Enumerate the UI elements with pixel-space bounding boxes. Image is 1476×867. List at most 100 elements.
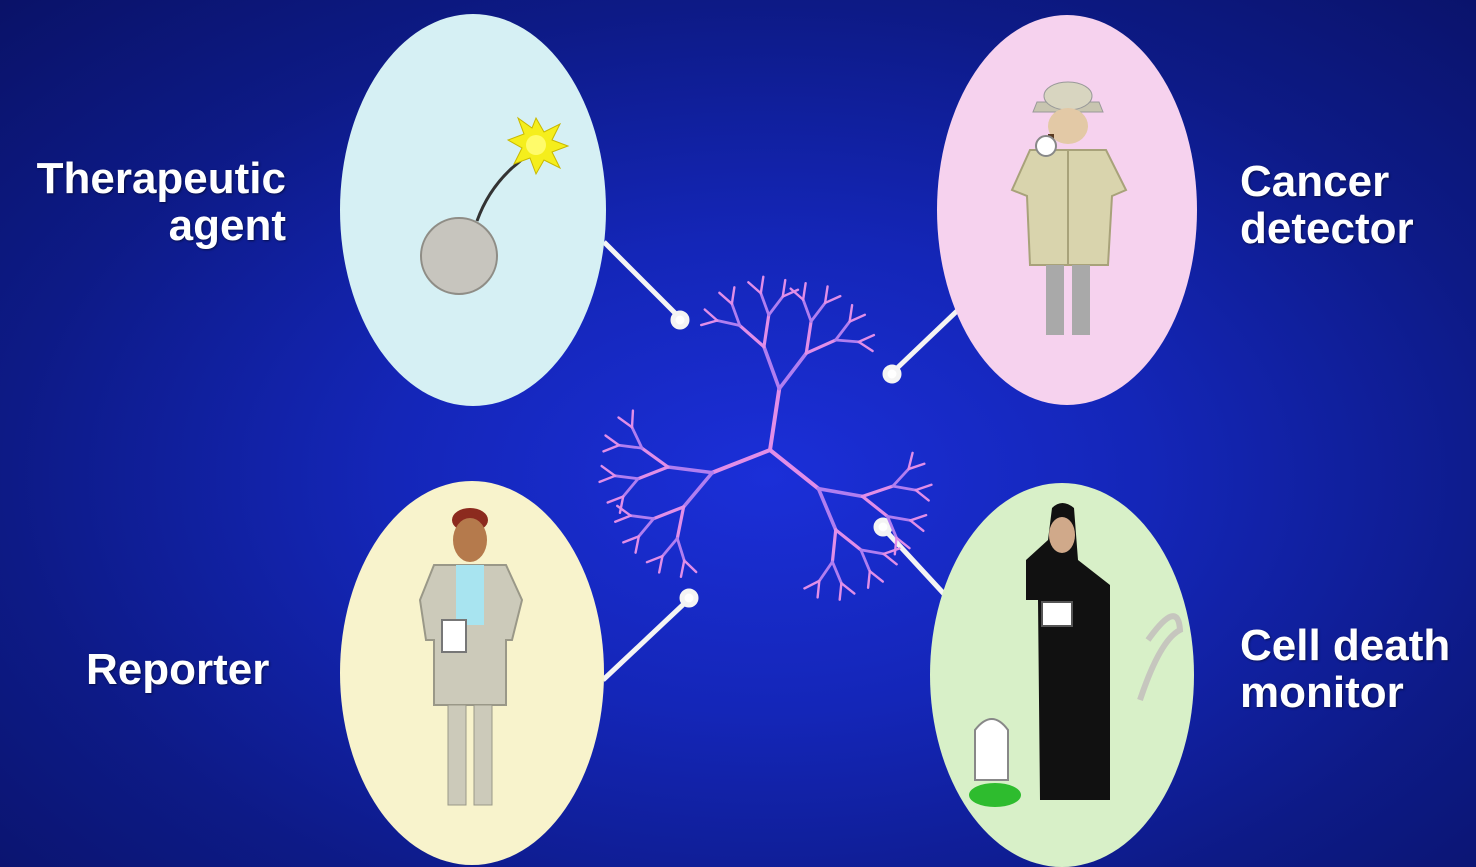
dendrimer-branch bbox=[602, 466, 615, 476]
dendrimer-branch bbox=[803, 283, 805, 299]
dendrimer-branch bbox=[740, 326, 764, 347]
dendrimer-branch bbox=[806, 340, 835, 353]
dendrimer-branch bbox=[623, 479, 638, 497]
dendrimer-branch bbox=[636, 536, 639, 552]
dendrimer-branch bbox=[861, 550, 884, 554]
dendrimer-branch bbox=[836, 530, 861, 550]
dendrimer-branch bbox=[615, 476, 638, 479]
dendrimer-branch bbox=[825, 296, 840, 303]
dendrimer-branch bbox=[719, 293, 732, 304]
dendrimer-branch bbox=[677, 538, 684, 560]
dendrimer-branch bbox=[818, 581, 820, 598]
dendrimer-icon bbox=[600, 277, 932, 600]
dendrimer-branch bbox=[654, 507, 684, 519]
dendrimer-branch bbox=[832, 530, 835, 562]
cancer-oval bbox=[937, 15, 1197, 405]
dendrimer-branch bbox=[910, 520, 923, 530]
dendrimer-branch bbox=[764, 315, 769, 347]
dendrimer-branch bbox=[681, 560, 684, 576]
dendrimer-branch bbox=[684, 473, 713, 507]
dendrimer-branch bbox=[893, 486, 916, 490]
dendrimer-branch bbox=[705, 309, 718, 320]
dendrimer-branch bbox=[684, 560, 696, 572]
cell-death-monitor-label: Cell death monitor bbox=[1240, 622, 1450, 716]
therapeutic-agent-label-line2: agent bbox=[37, 202, 286, 249]
dendrimer-branch bbox=[615, 516, 631, 522]
dendrimer-branch bbox=[870, 571, 883, 581]
dendrimer-branch bbox=[732, 304, 740, 326]
dendrimer-branch bbox=[850, 305, 852, 321]
dendrimer-branch bbox=[783, 280, 785, 296]
dendrimer-branch bbox=[893, 469, 909, 486]
dendrimer-branch bbox=[836, 340, 859, 342]
dendrimer-branch bbox=[825, 286, 827, 302]
therapeutic-agent-label: Therapeutic agent bbox=[37, 155, 286, 249]
dendrimer-branch bbox=[916, 490, 929, 500]
dendrimer-branch bbox=[859, 342, 873, 351]
dendrimer-branch bbox=[659, 556, 662, 572]
dendrimer-branch bbox=[732, 287, 734, 303]
dendrimer-branch bbox=[619, 445, 642, 448]
dendrimer-branch bbox=[632, 427, 642, 448]
reporter-label-line1: Reporter bbox=[86, 646, 269, 693]
dendrimer-branch bbox=[861, 550, 870, 571]
dendrimer-branch bbox=[841, 583, 854, 593]
dendrimer-branch bbox=[916, 485, 932, 490]
dendrimer-branch bbox=[818, 489, 862, 497]
dendrimer-branch bbox=[623, 536, 639, 542]
dendrimer-branch bbox=[862, 486, 892, 496]
dendrimer-branch bbox=[811, 303, 825, 321]
dendrimer-branch bbox=[600, 476, 616, 482]
dendrimer-branch bbox=[806, 321, 811, 353]
dendrimer-branch bbox=[764, 347, 779, 389]
dendrimer-branch bbox=[803, 300, 811, 322]
dendrimer-branch bbox=[819, 562, 832, 581]
dendrimer-branch bbox=[701, 320, 717, 325]
dendrimer-branch bbox=[888, 516, 911, 520]
connector-therapeutic bbox=[604, 242, 680, 318]
dendrimer-branch bbox=[668, 467, 712, 473]
connector-lines bbox=[603, 242, 958, 680]
dendrimer-branch bbox=[717, 320, 740, 325]
dendrimer-branch bbox=[804, 581, 819, 589]
dendrimer-branch bbox=[619, 417, 632, 427]
cell-death-oval bbox=[930, 483, 1194, 867]
dendrimer-branch bbox=[868, 571, 870, 588]
reporter-oval bbox=[340, 481, 604, 865]
connector-reporter bbox=[603, 600, 688, 680]
therapeutic-oval bbox=[340, 14, 606, 406]
dendrimer-branch bbox=[638, 467, 668, 479]
dendrimer-branch bbox=[647, 556, 663, 562]
dendrimer-branch bbox=[631, 516, 654, 519]
cancer-detector-label-line1: Cancer bbox=[1240, 158, 1414, 205]
dendrimer-branch bbox=[884, 549, 900, 554]
dendrimer-branch bbox=[859, 335, 874, 342]
dendrimer-branch bbox=[603, 445, 619, 451]
cell-death-monitor-label-line1: Cell death bbox=[1240, 622, 1450, 669]
dendrimer-branch bbox=[832, 562, 841, 583]
dendrimer-branch bbox=[769, 297, 783, 315]
dendrimer-branch bbox=[850, 315, 865, 322]
dendrimer-branch bbox=[910, 515, 926, 520]
dendrimer-branch bbox=[712, 450, 770, 473]
dendrimer-branch bbox=[632, 411, 633, 428]
therapeutic-agent-label-line1: Therapeutic bbox=[37, 155, 286, 202]
dendrimer-branch bbox=[642, 448, 668, 467]
reporter-label: Reporter bbox=[86, 646, 269, 693]
dendrimer-branch bbox=[761, 293, 769, 315]
dendrimer-branch bbox=[836, 322, 850, 340]
dendrimer-branch bbox=[605, 435, 618, 445]
dendrimer-branch bbox=[639, 519, 654, 537]
dendrimer-branch bbox=[862, 496, 887, 516]
dendrimer-branch bbox=[761, 277, 763, 293]
dendrimer-branch bbox=[895, 538, 897, 555]
connector-cancer bbox=[893, 310, 958, 372]
dendrimer-branch bbox=[677, 507, 683, 539]
cancer-detector-label-line2: detector bbox=[1240, 205, 1414, 252]
dendrimer-branch bbox=[748, 282, 761, 293]
cancer-detector-label: Cancer detector bbox=[1240, 158, 1414, 252]
dendrimer-branch bbox=[608, 496, 624, 502]
dendrimer-branch bbox=[770, 450, 818, 489]
dendrimer-branch bbox=[770, 389, 779, 450]
